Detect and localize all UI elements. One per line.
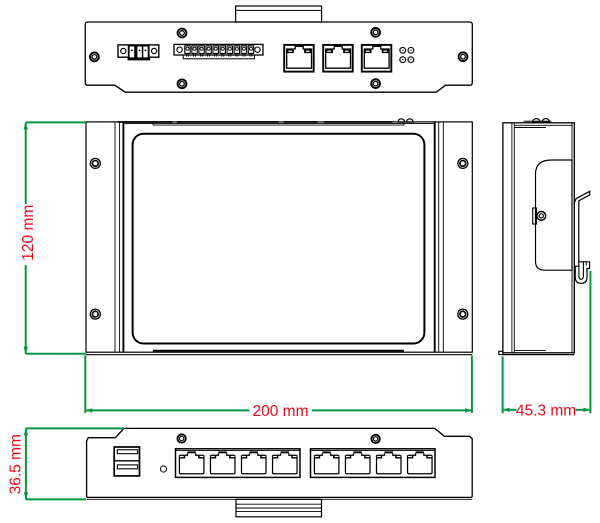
svg-text:36.5 mm: 36.5 mm (8, 434, 25, 494)
svg-text:45.3 mm: 45.3 mm (516, 402, 576, 419)
svg-text:120 mm: 120 mm (20, 205, 37, 261)
svg-text:200 mm: 200 mm (253, 403, 309, 420)
